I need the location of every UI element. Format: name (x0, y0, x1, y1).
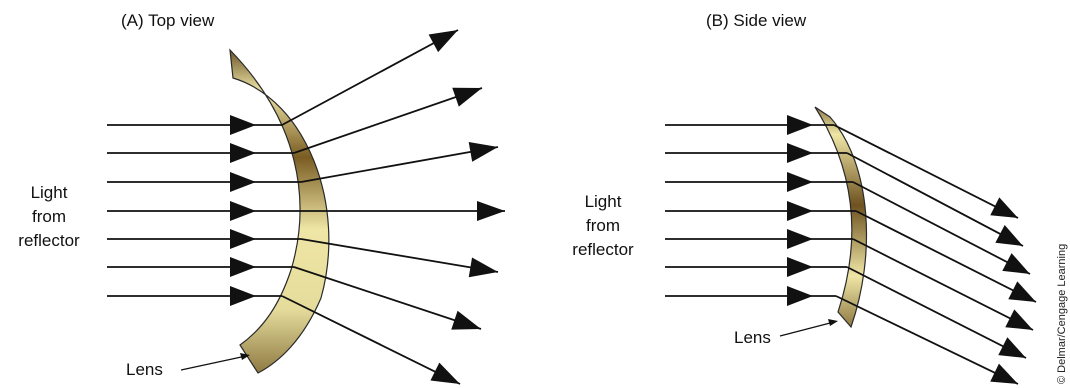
lens-b-leader-head (828, 319, 838, 326)
incoming-arrowhead-b (787, 201, 813, 221)
outgoing-ray-b (833, 124, 1019, 219)
incoming-arrowhead-b (787, 229, 813, 249)
outgoing-arrowhead-b (1002, 253, 1030, 274)
panel-a-lens-label: Lens (126, 360, 163, 379)
outgoing-arrowhead-a (428, 30, 458, 53)
outgoing-ray-a (281, 295, 461, 385)
outgoing-ray-a (281, 29, 459, 126)
panel-b-source-label-1: Light (584, 192, 622, 211)
panel-b-lens-label: Lens (734, 328, 771, 347)
outgoing-ray-b (835, 295, 1019, 385)
arrowheads-b (787, 115, 1036, 384)
panel-a-title: (A) Top view (121, 11, 215, 30)
incoming-arrowhead-b (787, 286, 813, 306)
panel-b-side-view (665, 106, 1037, 385)
outgoing-ray-b (846, 152, 1024, 247)
outgoing-arrowhead-b (1008, 281, 1036, 302)
arrowheads-a (230, 30, 505, 384)
outgoing-arrowhead-b (998, 337, 1026, 358)
outgoing-ray-b (846, 266, 1027, 359)
incoming-arrowhead-a (230, 143, 256, 163)
panel-b-source-label-3: reflector (572, 240, 634, 259)
panel-a-top-view (107, 29, 505, 385)
panel-a-source-label-3: reflector (18, 231, 80, 250)
lens-a-leader-head (240, 353, 250, 360)
lens-b-leader (779, 321, 835, 337)
credit-line: © Delmar/Cengage Learning (1056, 243, 1068, 384)
panel-a-source-label-1: Light (30, 183, 68, 202)
incoming-arrowhead-a (230, 172, 256, 192)
outgoing-arrowhead-b (1005, 309, 1033, 330)
lens-a-leader (180, 355, 247, 371)
panel-b-title: (B) Side view (706, 11, 807, 30)
outgoing-arrowhead-a (452, 87, 482, 107)
outgoing-ray-b (852, 238, 1034, 331)
lens-b (814, 106, 868, 329)
outgoing-arrowhead-a (468, 257, 498, 278)
outgoing-ray-a (293, 87, 483, 154)
outgoing-ray-a (300, 146, 499, 183)
outgoing-arrowhead-a (468, 142, 498, 162)
outgoing-arrowhead-b (995, 225, 1023, 246)
incoming-arrowhead-b (787, 115, 813, 135)
outgoing-rays-a (281, 29, 505, 385)
panel-b-source-label-2: from (586, 216, 620, 235)
incoming-arrowhead-b (787, 143, 813, 163)
outgoing-ray-b (855, 210, 1037, 303)
panel-a-source-label-2: from (32, 207, 66, 226)
outgoing-arrowhead-b (990, 363, 1018, 384)
incoming-arrowhead-a (230, 201, 256, 221)
outgoing-ray-b (852, 181, 1031, 275)
incoming-arrowhead-a (230, 257, 256, 277)
outgoing-rays-b (833, 124, 1037, 385)
outgoing-arrowhead-a (477, 201, 505, 221)
incoming-rays-b (665, 124, 856, 297)
incoming-arrowhead-a (230, 115, 256, 135)
outgoing-arrowhead-a (451, 310, 481, 330)
outgoing-arrowhead-a (430, 362, 460, 384)
outgoing-arrowhead-b (990, 197, 1018, 218)
incoming-rays-a (107, 124, 305, 297)
incoming-arrowhead-a (230, 286, 256, 306)
outgoing-ray-a (293, 266, 482, 330)
incoming-arrowhead-a (230, 229, 256, 249)
incoming-arrowhead-b (787, 257, 813, 277)
incoming-arrowhead-b (787, 172, 813, 192)
outgoing-ray-a (300, 238, 499, 273)
